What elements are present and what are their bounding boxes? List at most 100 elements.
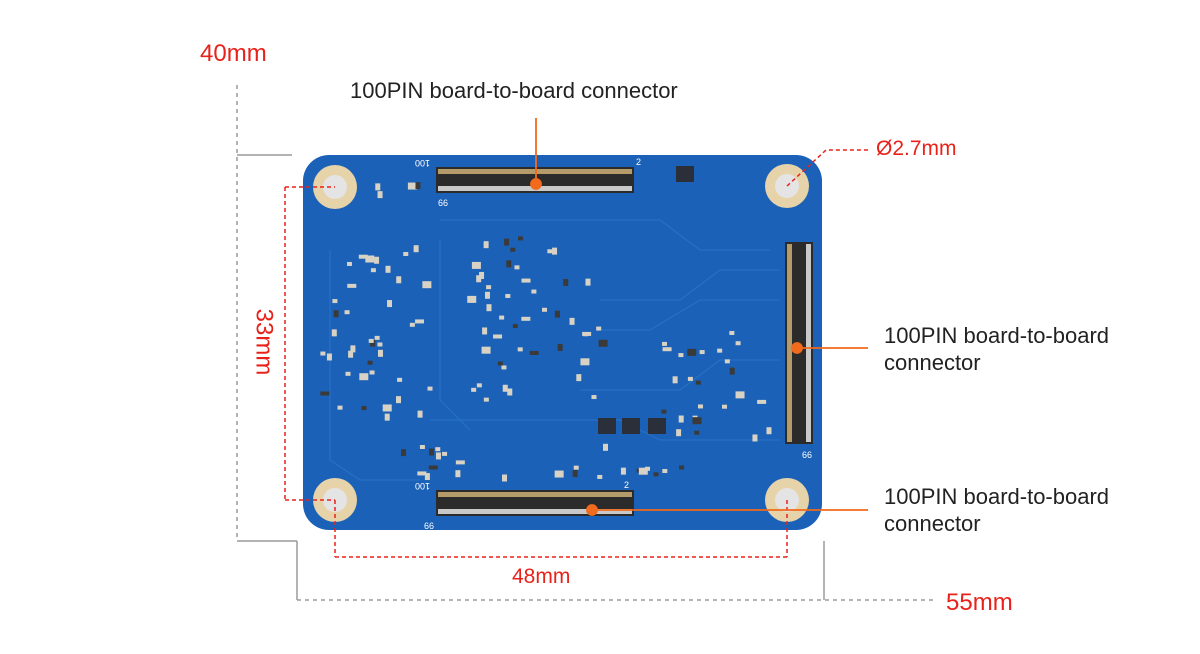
smd-component	[678, 415, 684, 423]
pin-mark: 2	[636, 157, 641, 167]
smd-component	[501, 365, 507, 370]
smd-component	[435, 447, 441, 452]
board-width-dimension: 55mm	[946, 589, 1013, 616]
smd-component	[582, 331, 592, 336]
smd-component	[493, 334, 503, 339]
smd-component	[397, 377, 403, 382]
smd-component	[597, 474, 603, 479]
smd-component	[377, 342, 383, 347]
smd-component	[348, 350, 354, 358]
smd-component	[521, 278, 531, 283]
smd-component	[504, 238, 510, 246]
smd-component	[415, 319, 425, 324]
pin-mark: 100	[415, 158, 430, 168]
smd-component	[483, 241, 489, 249]
smd-component	[435, 452, 441, 460]
smd-component	[499, 315, 505, 320]
smd-component	[417, 410, 423, 418]
smd-component	[757, 399, 767, 404]
pcb-board	[303, 155, 822, 530]
smd-component	[638, 467, 648, 475]
smd-component	[345, 371, 351, 376]
label-line: 100PIN board-to-board	[884, 484, 1110, 509]
ic-chip	[622, 418, 640, 434]
smd-component	[585, 278, 591, 286]
smd-component	[695, 380, 701, 385]
smd-component	[471, 387, 477, 392]
smd-component	[442, 451, 448, 456]
smd-component	[529, 350, 539, 355]
bottom-connector	[436, 490, 634, 516]
pin-mark: 100	[415, 481, 430, 491]
smd-component	[552, 247, 558, 255]
smd-component	[620, 467, 626, 475]
smd-component	[563, 279, 569, 287]
smd-component	[729, 330, 735, 335]
smd-component	[699, 350, 705, 355]
smd-component	[415, 182, 421, 190]
smd-component	[467, 295, 477, 303]
smd-component	[557, 343, 563, 351]
smd-component	[377, 191, 383, 199]
smd-component	[428, 448, 434, 456]
ic-chip	[648, 418, 666, 434]
smd-component	[662, 469, 668, 474]
smd-component	[428, 465, 438, 470]
smd-component	[514, 265, 520, 270]
smd-component	[369, 370, 375, 375]
smd-component	[370, 268, 376, 273]
smd-component	[679, 465, 685, 470]
smd-component	[483, 397, 489, 402]
smd-component	[374, 335, 380, 340]
smd-component	[424, 473, 430, 481]
smd-component	[687, 376, 693, 381]
smd-component	[576, 374, 582, 382]
smd-component	[505, 293, 511, 298]
right-connector-label: 100PIN board-to-board connector	[884, 322, 1109, 376]
smd-component	[502, 474, 508, 482]
smd-component	[347, 283, 357, 288]
smd-component	[479, 271, 485, 279]
smd-component	[729, 367, 735, 375]
smd-component	[518, 236, 524, 241]
smd-component	[603, 443, 609, 451]
smd-component	[396, 276, 402, 284]
smd-component	[497, 361, 503, 366]
smd-component	[717, 348, 723, 353]
smd-component	[510, 247, 516, 252]
ic-chip	[598, 418, 616, 434]
smd-component	[722, 404, 728, 409]
smd-component	[370, 339, 376, 347]
smd-component	[661, 409, 667, 414]
smd-component	[375, 183, 381, 191]
label-line: connector	[884, 511, 981, 536]
label-line: 100PIN board-to-board	[884, 323, 1110, 348]
smd-component	[661, 341, 667, 346]
smd-component	[484, 291, 490, 299]
smd-component	[481, 346, 491, 354]
smd-component	[382, 404, 392, 412]
pcb-components	[320, 166, 772, 482]
smd-component	[697, 404, 703, 409]
smd-component	[422, 281, 432, 289]
connector-leaders	[530, 118, 868, 516]
pin-mark: 66	[802, 450, 812, 460]
bottom-connector-label: 100PIN board-to-board connector	[884, 483, 1109, 537]
smd-component	[455, 470, 461, 478]
smd-component	[419, 444, 425, 449]
label-line: connector	[884, 350, 981, 375]
smd-component	[735, 341, 741, 346]
hole-vertical-spacing: 33mm	[250, 308, 278, 376]
smd-component	[482, 327, 488, 335]
smd-component	[692, 417, 702, 425]
smd-component	[598, 339, 608, 347]
smd-component	[542, 307, 548, 312]
smd-component	[333, 310, 339, 318]
smd-component	[554, 310, 560, 318]
hole-diameter: Ø2.7mm	[876, 137, 957, 160]
smd-component	[507, 388, 513, 396]
smd-component	[332, 299, 338, 304]
smd-component	[320, 351, 326, 356]
smd-component	[365, 255, 375, 263]
